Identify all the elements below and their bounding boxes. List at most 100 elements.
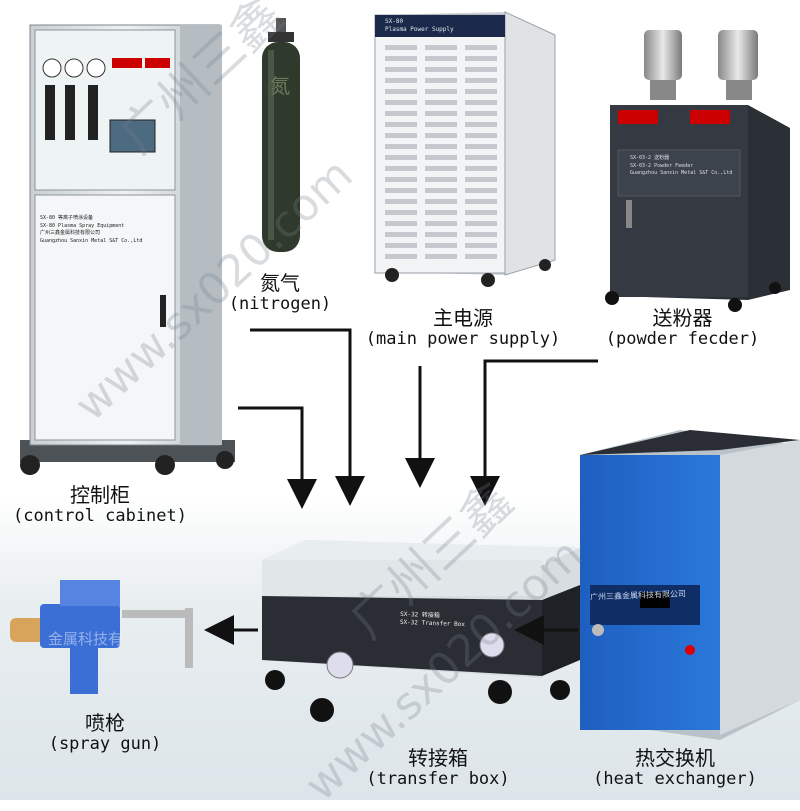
- cabinet-nameplate-subtitle: SX-80 Plasma Spray Equipment: [40, 222, 125, 229]
- vent-slat: [385, 199, 417, 204]
- vent-slat: [465, 67, 497, 72]
- vent-slat: [385, 210, 417, 215]
- cabinet-nameplate-company-zh: 广州三鑫金属科技有限公司: [40, 230, 101, 236]
- nitrogen-label: 氮气 (nitrogen): [215, 272, 345, 315]
- feeder-nameplate-company: Guangzhou Sanxin Metal S&T Co.,Ltd: [630, 170, 733, 176]
- vent-slat: [465, 111, 497, 116]
- vent-slat: [465, 155, 497, 160]
- power-supply-desc: Plasma Power Supply: [385, 25, 454, 33]
- vent-slat: [385, 221, 417, 226]
- main-power-supply-label-zh: 主电源: [433, 306, 493, 330]
- main-power-supply-label: 主电源 (main power supply): [348, 307, 578, 350]
- cabinet-nameplate: SX-80 等离子喷涂设备 SX-80 Plasma Spray Equipme…: [40, 215, 170, 245]
- vent-slat: [465, 56, 497, 61]
- feeder-nameplate-title: SX-03-2 送粉器: [630, 155, 670, 161]
- vent-slat: [425, 166, 457, 171]
- spray-gun-label-en: (spray gun): [48, 734, 162, 754]
- vent-slat: [425, 188, 457, 193]
- vent-slat: [465, 210, 497, 215]
- vent-slat: [385, 56, 417, 61]
- transfer-box-label-zh: 转接箱: [408, 746, 468, 770]
- vent-slat: [465, 232, 497, 237]
- vent-slat: [465, 133, 497, 138]
- vent-slat: [465, 243, 497, 248]
- vent-slat: [465, 188, 497, 193]
- spray-gun-label: 喷枪 (spray gun): [30, 712, 180, 755]
- watermark: 金属科技有: [48, 630, 124, 648]
- vent-slat: [425, 243, 457, 248]
- vent-slat: [465, 144, 497, 149]
- vent-slat: [425, 45, 457, 50]
- vent-slat: [385, 78, 417, 83]
- vent-slat: [425, 100, 457, 105]
- vent-slat: [385, 166, 417, 171]
- powder-feeder-label: 送粉器 (powder fecder): [595, 307, 770, 350]
- vent-slat: [465, 177, 497, 182]
- vent-slat: [385, 188, 417, 193]
- vent-slat: [385, 155, 417, 160]
- heat-exchanger-label-zh: 热交换机: [635, 746, 715, 770]
- powder-feeder-label-zh: 送粉器: [652, 306, 713, 330]
- vent-slat: [385, 177, 417, 182]
- connection-arrows: [204, 328, 598, 645]
- heat-exchanger-label: 热交换机 (heat exchanger): [580, 747, 770, 790]
- vent-slat: [425, 221, 457, 226]
- vent-slat: [425, 67, 457, 72]
- heat-exchanger-label-en: (heat exchanger): [593, 769, 757, 789]
- vent-slat: [465, 100, 497, 105]
- vent-slat: [385, 243, 417, 248]
- vent-slat: [425, 232, 457, 237]
- vent-slat: [385, 100, 417, 105]
- vent-slat: [385, 232, 417, 237]
- power-supply-model: SX-80: [385, 18, 404, 25]
- vent-slat: [465, 45, 497, 50]
- vent-slat: [425, 133, 457, 138]
- vent-slat: [465, 89, 497, 94]
- vent-slat: [385, 89, 417, 94]
- feeder-nameplate: SX-03-2 送粉器 SX-03-2 Powder Feeder Guangz…: [630, 155, 740, 178]
- transfer-box-label-en: (transfer box): [366, 769, 510, 789]
- vent-slat: [465, 221, 497, 226]
- vent-slat: [425, 78, 457, 83]
- vent-slat: [465, 122, 497, 127]
- transfer-box-unit: [262, 540, 580, 722]
- control-cabinet-label: 控制柜 (control cabinet): [0, 484, 200, 527]
- vent-slat: [465, 254, 497, 259]
- cylinder-mark: 氮: [270, 74, 290, 98]
- nitrogen-label-zh: 氮气: [260, 271, 300, 295]
- powder-feeder-label-en: (powder fecder): [605, 329, 760, 349]
- vent-slat: [385, 45, 417, 50]
- vent-slat: [425, 122, 457, 127]
- spray-gun-label-zh: 喷枪: [85, 711, 125, 735]
- vent-slat: [465, 199, 497, 204]
- control-cabinet-label-zh: 控制柜: [70, 483, 130, 507]
- cabinet-nameplate-title: SX-80 等离子喷涂设备: [40, 215, 94, 221]
- spray-gun-unit: [10, 580, 193, 694]
- vent-slat: [465, 78, 497, 83]
- vent-slat: [425, 89, 457, 94]
- arrow-nitrogen-to-box: [250, 328, 365, 506]
- transfer-box-label: 转接箱 (transfer box): [348, 747, 528, 790]
- nitrogen-label-en: (nitrogen): [228, 294, 332, 314]
- vent-slat: [425, 56, 457, 61]
- nitrogen-cylinder: [262, 18, 300, 252]
- vent-slat: [465, 166, 497, 171]
- vent-slat: [385, 67, 417, 72]
- vent-slat: [385, 254, 417, 259]
- cabinet-nameplate-company-en: Guangzhou Sanxin Metal S&T Co.,Ltd: [40, 237, 143, 244]
- power-supply-nameplate: SX-80 Plasma Power Supply: [385, 18, 454, 34]
- vent-slat: [425, 177, 457, 182]
- main-power-supply-unit: [374, 11, 556, 287]
- vent-slat: [385, 122, 417, 127]
- vent-slat: [425, 254, 457, 259]
- arrow-control-cabinet-to-box: [238, 406, 317, 509]
- vent-slat: [425, 199, 457, 204]
- vent-slat: [425, 155, 457, 160]
- vent-slat: [385, 111, 417, 116]
- main-power-supply-label-en: (main power supply): [365, 329, 561, 349]
- vent-slat: [425, 210, 457, 215]
- control-cabinet-label-en: (control cabinet): [13, 506, 187, 526]
- vent-slat: [425, 111, 457, 116]
- feeder-nameplate-subtitle: SX-03-2 Powder Feeder: [630, 162, 694, 169]
